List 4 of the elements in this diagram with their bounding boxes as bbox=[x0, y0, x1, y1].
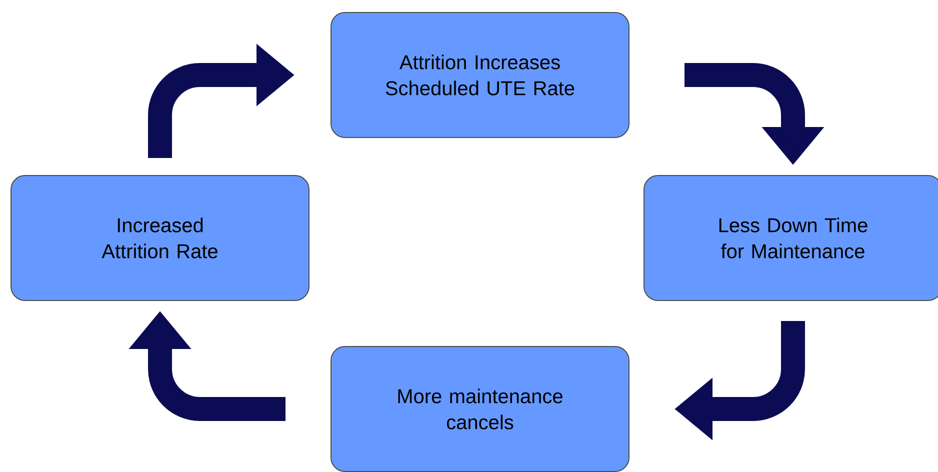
process-box: Increased Attrition Rate bbox=[10, 175, 310, 301]
process-box: Attrition Increases Scheduled UTE Rate bbox=[330, 12, 630, 138]
process-box: More maintenance cancels bbox=[330, 346, 630, 472]
process-box: Less Down Time for Maintenance bbox=[644, 175, 938, 301]
